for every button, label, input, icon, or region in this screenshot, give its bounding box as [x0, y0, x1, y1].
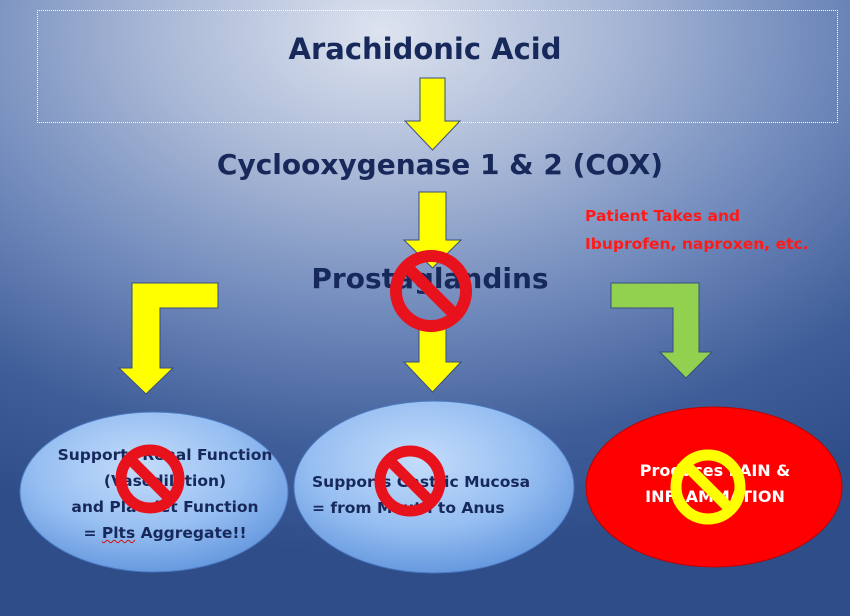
renal-line-4-prefix: = — [83, 524, 102, 542]
no-symbol-icon — [374, 445, 446, 517]
callout-line-2: Ibuprofen, naproxen, etc. — [585, 235, 809, 253]
arrow-prostaglandins-to-renal — [117, 282, 219, 395]
arachidonic-acid-label: Arachidonic Acid — [288, 32, 562, 66]
no-symbol-icon — [670, 449, 746, 525]
gastric-mucosa-text: Supports Gastric Mucosa = from Mouth to … — [300, 469, 560, 521]
cox-label: Cyclooxygenase 1 & 2 (COX) — [216, 148, 664, 181]
renal-line-4: = Plts Aggregate!! — [40, 520, 290, 546]
callout-line-1: Patient Takes and — [585, 207, 741, 225]
renal-line-4-rest: Aggregate!! — [135, 524, 247, 542]
gastric-line-1: Supports Gastric Mucosa — [312, 473, 531, 491]
renal-line-2: (Vasodilation) — [103, 472, 227, 490]
arrow-prostaglandins-to-inflammation — [610, 282, 714, 379]
no-symbol-icon — [390, 250, 472, 332]
nsaid-callout: Patient Takes and Ibuprofen, naproxen, e… — [585, 202, 809, 258]
no-symbol-icon — [115, 444, 185, 514]
arrow-arachidonic-to-cox — [403, 77, 462, 151]
plts-word: Plts — [101, 524, 136, 542]
renal-platelet-oval — [19, 411, 289, 573]
